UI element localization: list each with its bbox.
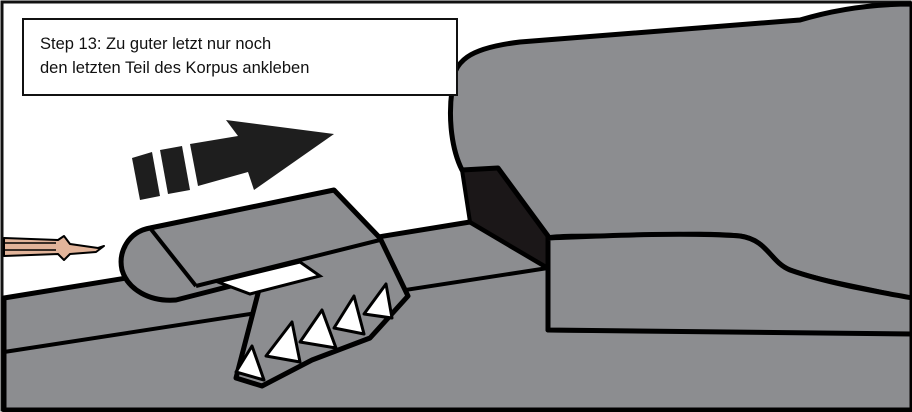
step-caption: Step 13: Zu guter letzt nur noch den let… [22,18,458,96]
clamp-mid-edge [195,238,381,288]
clamp-notch [212,260,324,296]
glue-applicator-icon [3,235,105,261]
clamp-edge [148,226,198,288]
clamp-top-edge [149,188,335,230]
motion-arrow-icon [132,120,334,200]
caption-line-2: den letzten Teil des Korpus ankleben [40,59,310,77]
korpus-lower [545,231,912,337]
caption-line-1: Step 13: Zu guter letzt nur noch [40,35,272,53]
clamp-teeth [234,282,394,382]
